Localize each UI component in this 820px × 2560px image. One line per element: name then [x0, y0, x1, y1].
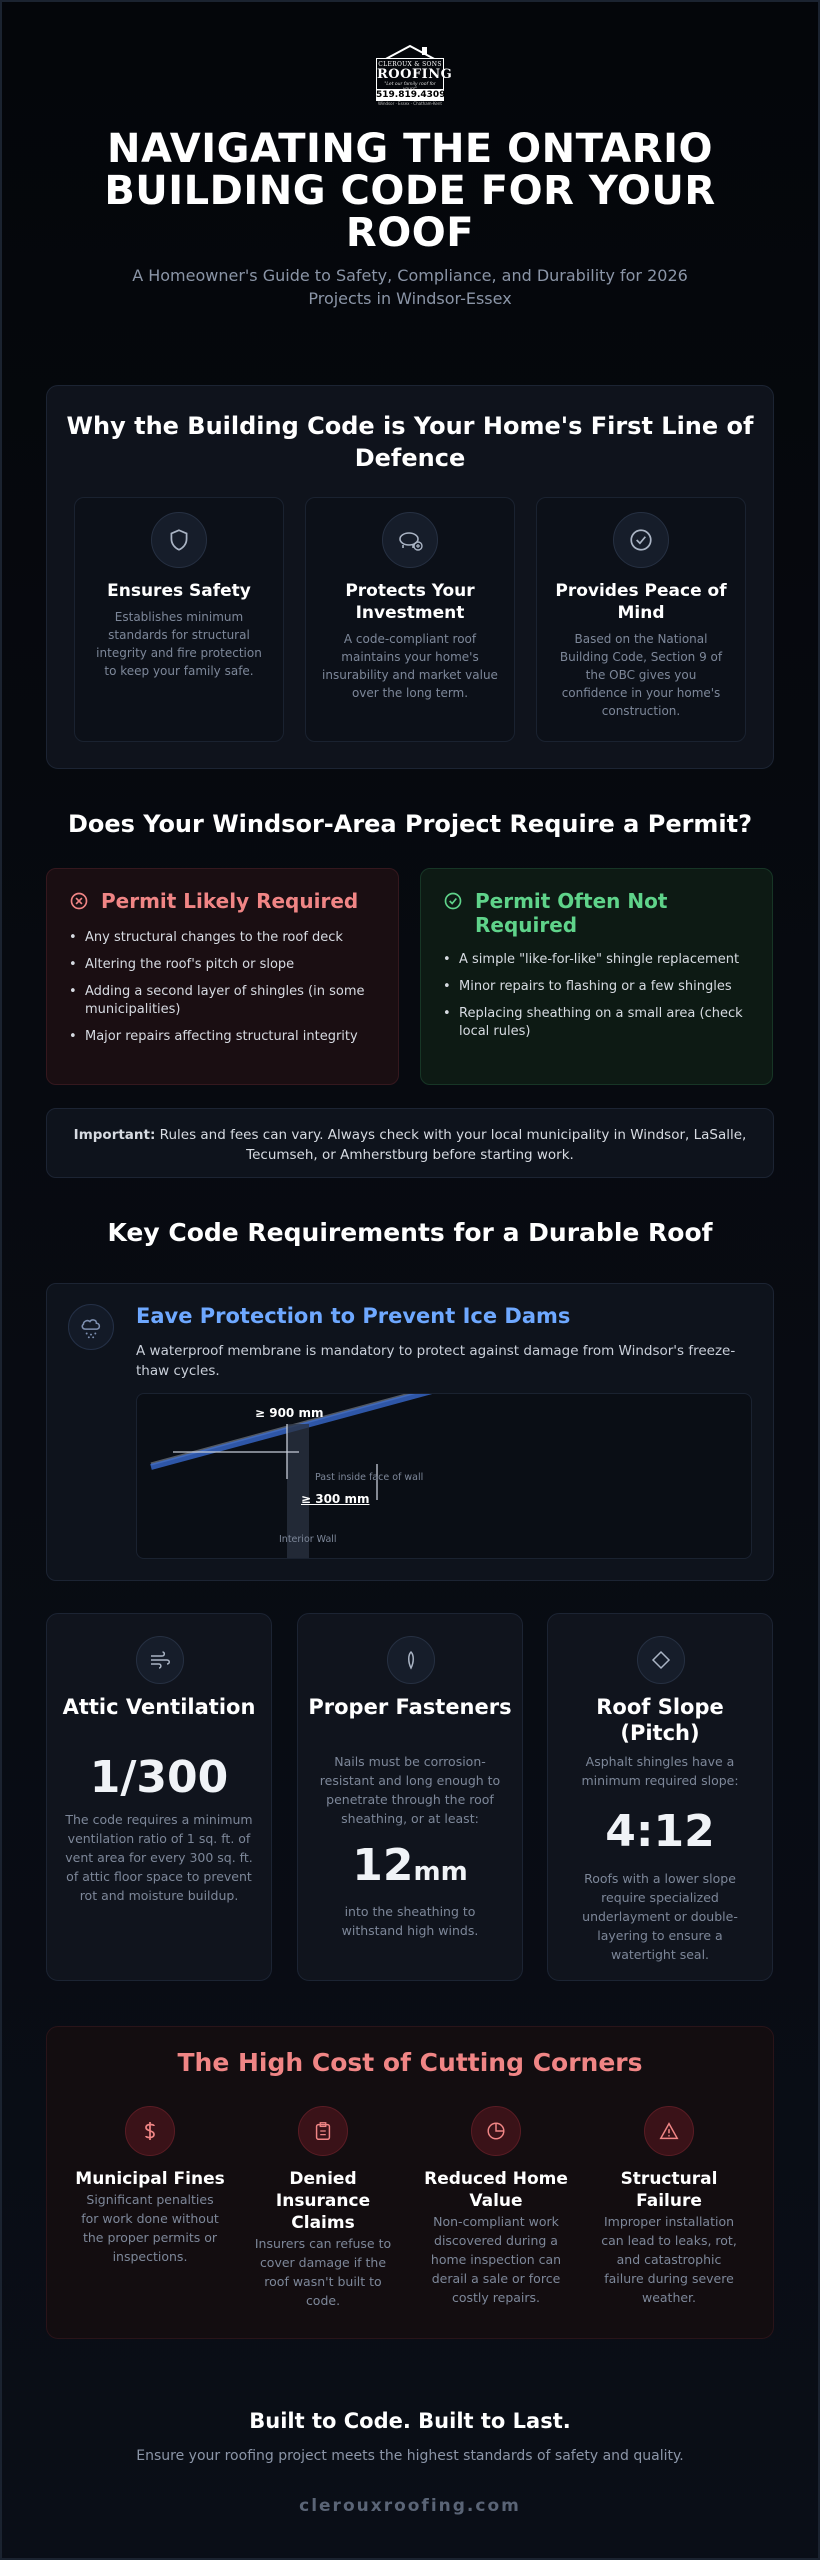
- important-label: Important:: [73, 1127, 156, 1143]
- footer-url-link[interactable]: clerouxroofing.com: [299, 2496, 521, 2516]
- footer-title: Built to Code. Built to Last.: [249, 2409, 571, 2433]
- slope-card: Roof Slope (Pitch) Asphalt shingles have…: [547, 1613, 773, 1981]
- x-circle-icon: [70, 892, 88, 910]
- ventilation-text: The code requires a minimum ventilation …: [65, 1812, 253, 1903]
- list-item: Altering the roof's pitch or slope: [65, 956, 384, 974]
- check-circle-icon: [444, 892, 462, 910]
- warning-icon: [644, 2106, 694, 2156]
- slope-value: 4:12: [605, 1806, 715, 1857]
- ventilation-value: 1/300: [89, 1752, 229, 1803]
- fasteners-value: 12mm: [298, 1840, 522, 1891]
- eave-title: Eave Protection to Prevent Ice Dams: [136, 1304, 571, 1328]
- eave-diagram-drawing: [150, 1394, 433, 1558]
- important-body: Rules and fees can vary. Always check wi…: [155, 1127, 747, 1163]
- footer-text: Ensure your roofing project meets the hi…: [136, 2448, 684, 2464]
- slope-text-top: Asphalt shingles have a minimum required…: [581, 1754, 739, 1788]
- cost-item-title: Municipal Fines: [75, 2169, 225, 2189]
- defence-title: Why the Building Code is Your Home's Fir…: [66, 412, 754, 472]
- shield-icon: [151, 512, 207, 568]
- cost-section: [46, 2026, 774, 2339]
- slope-text-bottom: Roofs with a lower slope require special…: [582, 1871, 738, 1962]
- list-item: Any structural changes to the roof deck: [65, 929, 384, 947]
- nail-icon: [387, 1636, 435, 1684]
- feature-card-investment: Protects Your Investment A code-complian…: [305, 497, 515, 742]
- roof-logo-icon: [379, 44, 441, 63]
- list-item: Replacing sheathing on a small area (che…: [439, 1005, 758, 1041]
- eave-diagram: ≥ 900 mm Past inside face of wall ≥ 300 …: [136, 1393, 752, 1559]
- logo-slogan: "Let our family roof for yours": [384, 82, 436, 92]
- fasteners-card: Proper Fasteners Nails must be corrosion…: [297, 1613, 523, 1981]
- cost-item-title: Reduced Home Value: [424, 2169, 568, 2211]
- permit-not-required-box: Permit Often Not Required A simple "like…: [420, 868, 773, 1085]
- diagram-label-interior-wall: Interior Wall: [279, 1534, 337, 1545]
- cost-item-text: Non-compliant work discovered during a h…: [430, 2214, 562, 2305]
- ventilation-card: Attic Ventilation 1/300 The code require…: [46, 1613, 272, 1981]
- list-item: Adding a second layer of shingles (in so…: [65, 983, 384, 1019]
- page-title: NAVIGATING THE ONTARIO BUILDING CODE FOR…: [104, 126, 716, 256]
- permit-not-required-heading: Permit Often Not Required: [443, 889, 715, 937]
- requirements-title: Key Code Requirements for a Durable Roof: [107, 1218, 713, 1247]
- permit-required-heading: Permit Likely Required: [69, 889, 358, 913]
- feature-title: Ensures Safety: [107, 581, 251, 601]
- list-item: Major repairs affecting structural integ…: [65, 1028, 384, 1046]
- dollar-icon: [125, 2106, 175, 2156]
- important-note: Important: Rules and fees can vary. Alwa…: [46, 1108, 774, 1178]
- feature-title: Provides Peace of Mind: [555, 581, 727, 623]
- permit-not-required-label: Permit Often Not Required: [475, 889, 668, 937]
- feature-title: Protects Your Investment: [345, 581, 475, 623]
- cost-item-title: Structural Failure: [620, 2169, 718, 2211]
- eave-text: A waterproof membrane is mandatory to pr…: [136, 1343, 736, 1379]
- cost-item-text: Improper installation can lead to leaks,…: [601, 2214, 737, 2305]
- piggy-bank-icon: [382, 512, 438, 568]
- logo-line2: ROOFING: [377, 67, 453, 82]
- wind-icon: [136, 1636, 184, 1684]
- fasteners-unit: mm: [413, 1857, 468, 1887]
- logo-phone: 519.819.4309: [376, 90, 446, 101]
- feature-text: Based on the National Building Code, Sec…: [559, 632, 723, 718]
- diagram-label-past-wall: Past inside face of wall: [315, 1472, 424, 1483]
- feature-text: A code-compliant roof maintains your hom…: [322, 632, 498, 700]
- permit-required-box: Permit Likely Required Any structural ch…: [46, 868, 399, 1085]
- feature-card-safety: Ensures Safety Establishes minimum stand…: [74, 497, 284, 742]
- fasteners-title: Proper Fasteners: [308, 1695, 512, 1719]
- diagram-label-300: ≥ 300 mm: [301, 1492, 370, 1506]
- diamond-icon: [637, 1636, 685, 1684]
- fasteners-text-bottom: into the sheathing to withstand high win…: [341, 1904, 479, 1938]
- pie-chart-icon: [471, 2106, 521, 2156]
- logo-tagline: Windsor · Essex · Chatham-Kent: [378, 101, 442, 106]
- fasteners-text-top: Nails must be corrosion-resistant and lo…: [319, 1754, 501, 1826]
- permit-required-label: Permit Likely Required: [101, 889, 359, 913]
- company-logo: CLEROUX & SONS ROOFING "Let our family r…: [370, 44, 453, 106]
- list-item: A simple "like-for-like" shingle replace…: [439, 951, 758, 969]
- feature-text: Establishes minimum standards for struct…: [96, 610, 262, 678]
- cost-item-text: Significant penalties for work done with…: [81, 2192, 219, 2264]
- important-text: Important: Rules and fees can vary. Alwa…: [67, 1125, 753, 1165]
- permit-title: Does Your Windsor-Area Project Require a…: [67, 810, 753, 838]
- clipboard-icon: [298, 2106, 348, 2156]
- cost-title: The High Cost of Cutting Corners: [177, 2048, 643, 2077]
- ventilation-title: Attic Ventilation: [62, 1695, 256, 1719]
- fasteners-number: 12: [352, 1840, 414, 1891]
- cost-item-text: Insurers can refuse to cover damage if t…: [254, 2236, 392, 2308]
- check-circle-icon: [613, 512, 669, 568]
- feature-card-peace: Provides Peace of Mind Based on the Nati…: [536, 497, 746, 742]
- permit-required-list: Any structural changes to the roof deck …: [65, 929, 384, 1055]
- diagram-label-900: ≥ 900 mm: [255, 1406, 324, 1420]
- permit-not-required-list: A simple "like-for-like" shingle replace…: [439, 951, 758, 1050]
- slope-title: Roof Slope (Pitch): [596, 1695, 724, 1745]
- logo-line1: CLEROUX & SONS: [378, 61, 442, 68]
- page-subtitle: A Homeowner's Guide to Safety, Complianc…: [132, 266, 688, 308]
- list-item: Minor repairs to flashing or a few shing…: [439, 978, 758, 996]
- cost-item-title: Denied Insurance Claims: [275, 2169, 371, 2233]
- snow-cloud-icon: [68, 1304, 114, 1350]
